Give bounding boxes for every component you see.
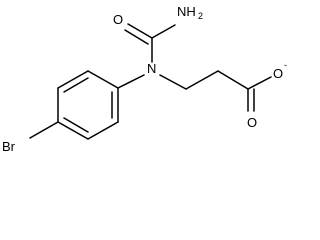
- ring-bond-2: [57, 70, 89, 89]
- nitrogen-methylene-bond: [159, 74, 187, 90]
- carboxylate-oxygen-label: O: [273, 66, 283, 81]
- urea-carbonyl-double-bond-2: [124, 29, 149, 45]
- carboxylate-bond: [247, 76, 272, 90]
- chemical-structure: NH 2 O N Br O O -: [2, 4, 287, 154]
- ring-bond-5: [87, 121, 119, 140]
- ring-inner-bond-1: [63, 77, 89, 93]
- benzene-ring: [57, 70, 119, 140]
- bromine-label: Br: [2, 139, 16, 154]
- amide-nitrogen-label: NH: [177, 4, 196, 19]
- methylene-methylene-bond: [185, 70, 219, 90]
- methylene-carboxyl-bond: [217, 70, 249, 90]
- carbonyl-amide-nitrogen-bond: [151, 24, 176, 39]
- amide-nitrogen-subscript: 2: [198, 11, 203, 21]
- ring-inner-bond-2: [63, 117, 89, 133]
- carbonyl-oxygen-label: O: [247, 115, 257, 130]
- central-nitrogen-label: N: [147, 61, 156, 76]
- bromine-bond: [29, 121, 59, 139]
- urea-oxygen-label: O: [113, 12, 123, 27]
- aryl-nitrogen-bond: [117, 74, 145, 89]
- ring-bond-4: [57, 121, 89, 140]
- ring-bond-1: [87, 70, 119, 89]
- urea-carbonyl-double-bond-1: [127, 23, 153, 39]
- negative-charge: -: [284, 60, 287, 70]
